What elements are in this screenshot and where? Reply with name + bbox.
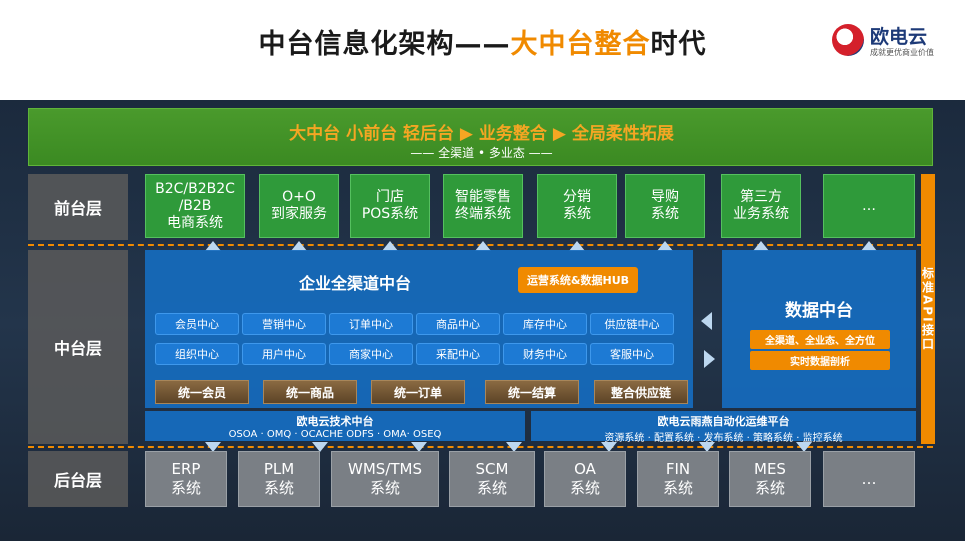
service-center: 商品中心 (416, 313, 500, 335)
standard-api-bar: 标准API接口 (921, 174, 935, 444)
hub-badge: 运营系统&数据HUB (518, 267, 638, 293)
down-arrow-icon (411, 442, 427, 452)
back-system: … (823, 451, 915, 507)
front-system: 分销 系统 (537, 174, 617, 238)
arrow-right-icon (704, 350, 715, 368)
back-system: OA 系统 (544, 451, 626, 507)
layer-label-front: 前台层 (28, 174, 128, 240)
unify-capability: 统一商品 (263, 380, 357, 404)
back-system: MES 系统 (729, 451, 811, 507)
service-center: 订单中心 (329, 313, 413, 335)
front-system: 导购 系统 (625, 174, 705, 238)
ops-platform-name: 欧电云雨燕自动化运维平台 (657, 415, 790, 428)
back-system: ERP 系统 (145, 451, 227, 507)
data-platform: 数据中台 全渠道、全业态、全方位 实时数据剖析 (722, 250, 916, 408)
front-system: 门店 POS系统 (350, 174, 430, 238)
service-center: 会员中心 (155, 313, 239, 335)
data-platform-title: 数据中台 (785, 301, 853, 321)
up-arrow-icon (382, 241, 398, 251)
front-system: B2C/B2B2C /B2B 电商系统 (145, 174, 245, 238)
tech-platform-name: 欧电云技术中台 (296, 415, 374, 428)
front-system: O+O 到家服务 (259, 174, 339, 238)
unify-capability: 整合供应链 (594, 380, 688, 404)
down-arrow-icon (205, 442, 221, 452)
data-feature: 全渠道、全业态、全方位 (750, 330, 890, 349)
service-center: 用户中心 (242, 343, 326, 365)
banner-subline: —— 全渠道 • 多业态 —— (410, 146, 553, 160)
brand-tagline: 成就更优商业价值 (870, 48, 934, 57)
unify-capability: 统一订单 (371, 380, 465, 404)
back-system: WMS/TMS 系统 (331, 451, 439, 507)
service-center: 客服中心 (590, 343, 674, 365)
banner-headline: 大中台 小前台 轻后台 ▶ 业务整合 ▶ 全局柔性拓展 (289, 124, 674, 144)
up-arrow-icon (657, 241, 673, 251)
divider-middle-back (28, 446, 933, 448)
up-arrow-icon (205, 241, 221, 251)
arrow-left-icon (701, 312, 712, 330)
unify-capability: 统一结算 (485, 380, 579, 404)
tech-platform-items: OSOA · OMQ · OCACHE ODFS · OMA· OSEQ (228, 429, 442, 440)
back-system: FIN 系统 (637, 451, 719, 507)
unify-capability: 统一会员 (155, 380, 249, 404)
page-title: 中台信息化架构——大中台整合时代 (258, 29, 707, 60)
down-arrow-icon (601, 442, 617, 452)
up-arrow-icon (291, 241, 307, 251)
omnichannel-title: 企业全渠道中台 (298, 274, 411, 293)
front-system: 第三方 业务系统 (721, 174, 801, 238)
ops-platform-items: 资源系统 · 配置系统 · 发布系统 · 策略系统 · 监控系统 (604, 433, 843, 444)
omnichannel-platform: 企业全渠道中台 运营系统&数据HUB 会员中心 营销中心 订单中心 商品中心 库… (145, 250, 693, 408)
brand-mark-icon (832, 24, 864, 56)
tech-platform: 欧电云技术中台 OSOA · OMQ · OCACHE ODFS · OMA· … (145, 411, 525, 441)
service-center: 组织中心 (155, 343, 239, 365)
service-center: 商家中心 (329, 343, 413, 365)
standard-api-label: 标准API接口 (920, 266, 935, 352)
strategy-banner: 大中台 小前台 轻后台 ▶ 业务整合 ▶ 全局柔性拓展 —— 全渠道 • 多业态… (28, 108, 933, 166)
data-feature: 实时数据剖析 (750, 351, 890, 370)
brand-logo: 欧电云 成就更优商业价值 (832, 22, 962, 62)
back-system: PLM 系统 (238, 451, 320, 507)
layer-label-middle: 中台层 (28, 250, 128, 444)
up-arrow-icon (753, 241, 769, 251)
layer-label-back: 后台层 (28, 451, 128, 507)
up-arrow-icon (569, 241, 585, 251)
down-arrow-icon (506, 442, 522, 452)
service-center: 营销中心 (242, 313, 326, 335)
down-arrow-icon (699, 442, 715, 452)
brand-name: 欧电云 (870, 26, 928, 48)
ops-platform: 欧电云雨燕自动化运维平台 资源系统 · 配置系统 · 发布系统 · 策略系统 ·… (531, 411, 916, 444)
down-arrow-icon (796, 442, 812, 452)
front-system: 智能零售 终端系统 (443, 174, 523, 238)
up-arrow-icon (475, 241, 491, 251)
back-system: SCM 系统 (449, 451, 535, 507)
service-center: 供应链中心 (590, 313, 674, 335)
front-system: … (823, 174, 915, 238)
service-center: 库存中心 (503, 313, 587, 335)
service-center: 采配中心 (416, 343, 500, 365)
down-arrow-icon (312, 442, 328, 452)
up-arrow-icon (861, 241, 877, 251)
service-center: 财务中心 (503, 343, 587, 365)
